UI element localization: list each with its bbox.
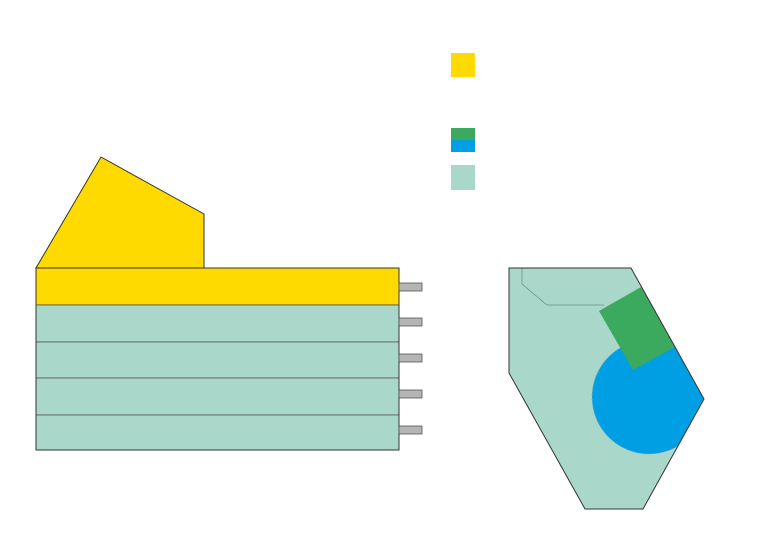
- plan-outline: [508, 267, 705, 510]
- floor-2: [35, 341, 400, 379]
- connector-4: [398, 389, 423, 399]
- floor-4: [35, 414, 400, 451]
- connector-1: [398, 282, 423, 292]
- plan-view: [508, 267, 705, 510]
- legend: [451, 53, 475, 190]
- connector-2: [398, 317, 423, 327]
- plan-inner-notch: [521, 268, 604, 306]
- legend-blue-swatch: [451, 140, 475, 152]
- legend-green-swatch: [451, 128, 475, 140]
- connector-5: [398, 425, 423, 435]
- legend-yellow-swatch: [451, 53, 475, 77]
- connector-3: [398, 353, 423, 363]
- floor-3: [35, 377, 400, 416]
- legend-mint-swatch: [451, 165, 475, 190]
- roof-band: [35, 267, 400, 306]
- plan-green-rect: [599, 287, 675, 370]
- roof-gable: [35, 156, 205, 269]
- side-elevation-view: [35, 156, 423, 451]
- floor-1: [35, 304, 400, 343]
